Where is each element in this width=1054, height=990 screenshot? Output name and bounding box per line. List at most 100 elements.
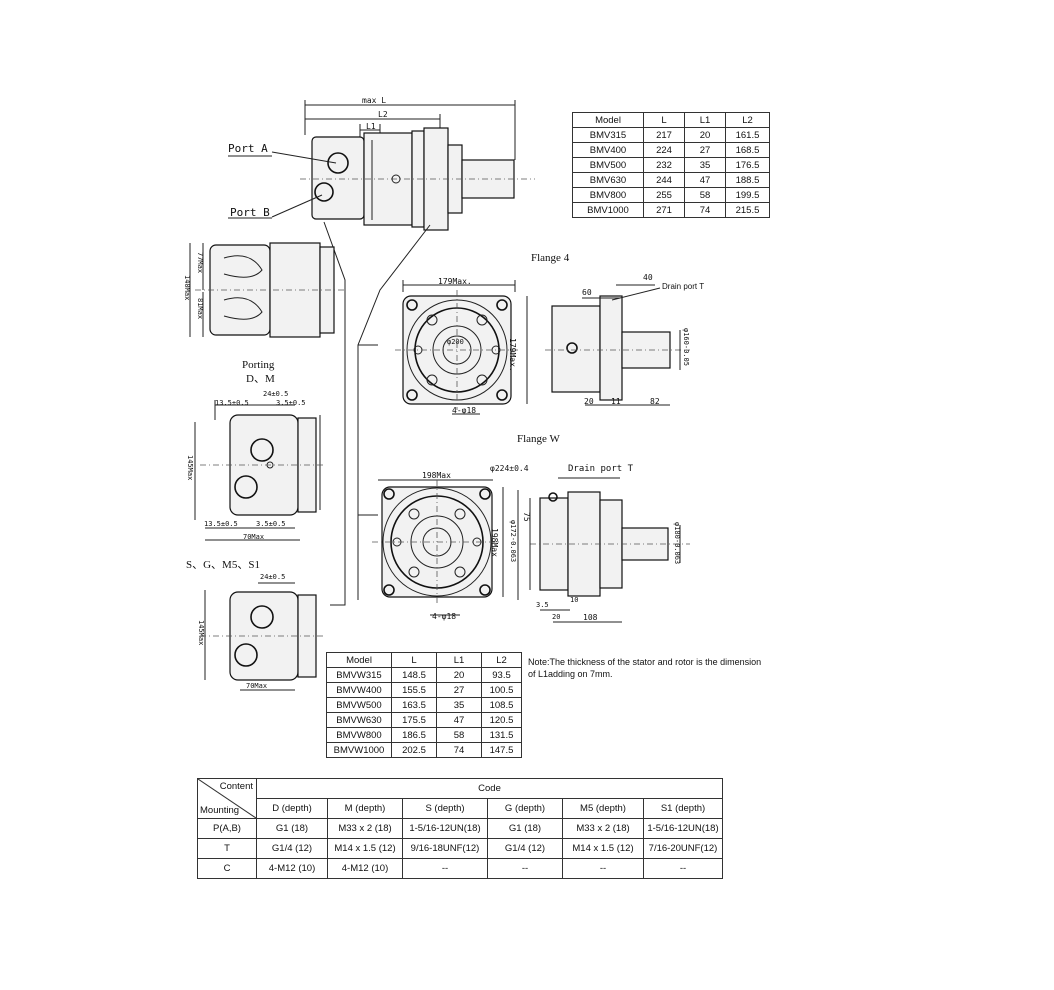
- table-cell: 161.5: [725, 127, 770, 143]
- row-label: P(A,B): [197, 818, 257, 839]
- table-cell: 131.5: [481, 727, 522, 743]
- table-cell: 27: [436, 682, 482, 698]
- corner-diagonal: [198, 779, 256, 818]
- table-cell: 47: [684, 172, 726, 188]
- table-row: P(A,B) G1 (18) M33 x 2 (18) 1-5/16-12UN(…: [197, 818, 723, 839]
- table-cell: 20: [436, 667, 482, 683]
- table-cell: BMVW500: [326, 697, 392, 713]
- dim-fw-75: 75: [522, 512, 531, 522]
- dim-side-81max: 81Max: [196, 298, 204, 320]
- flange4-title: Flange 4: [531, 252, 570, 264]
- header-cell: L2: [481, 652, 522, 668]
- table-cell: 148.5: [391, 667, 437, 683]
- header-cell: L1: [436, 652, 482, 668]
- table-cell: 176.5: [725, 157, 770, 173]
- table-row: T G1/4 (12) M14 x 1.5 (12) 9/16-18UNF(12…: [197, 838, 723, 859]
- table-cell: M14 x 1.5 (12): [327, 838, 403, 859]
- port-code-table: Content Mounting Code D (depth) M (depth…: [197, 778, 723, 879]
- dim-f4-holes: 4-φ18: [452, 406, 477, 415]
- table-cell: 58: [684, 187, 726, 203]
- table-cell: --: [402, 858, 488, 879]
- dim-f4-40: 40: [643, 273, 653, 282]
- column-header: D (depth): [256, 798, 328, 819]
- table-cell: 186.5: [391, 727, 437, 743]
- table-cell: BMV400: [572, 142, 644, 158]
- table-cell: 100.5: [481, 682, 522, 698]
- table-cell: 7/16-20UNF(12): [643, 838, 723, 859]
- dim-side-77max: 77Max: [196, 252, 204, 274]
- table-cell: 155.5: [391, 682, 437, 698]
- table-cell: 255: [643, 187, 685, 203]
- table-cell: BMVW800: [326, 727, 392, 743]
- table-cell: 217: [643, 127, 685, 143]
- porting-title: Porting: [242, 359, 275, 371]
- flangew-title: Flange W: [517, 433, 560, 445]
- dim-fw-10: 10: [570, 596, 579, 604]
- column-header: M5 (depth): [562, 798, 644, 819]
- dim-f4-82: 82: [650, 397, 660, 406]
- dim-fw-198max-v: 198Max: [490, 528, 499, 557]
- column-header: G (depth): [487, 798, 563, 819]
- table-cell: 188.5: [725, 172, 770, 188]
- dim-f4-pcd: φ200: [447, 338, 464, 346]
- dim-fw-224: φ224±0.4: [490, 464, 529, 473]
- table-cell: 232: [643, 157, 685, 173]
- table-cell: G1/4 (12): [256, 838, 328, 859]
- table-cell: 58: [436, 727, 482, 743]
- dim-fw-172: φ172-0.063: [509, 520, 517, 563]
- table-cell: 163.5: [391, 697, 437, 713]
- dim-f4-shaft: φ160-0.05: [682, 328, 690, 366]
- dim-p-24: 24±0.5: [263, 390, 289, 398]
- table-cell: 47: [436, 712, 482, 728]
- table-header-row: Model L L1 L2: [572, 112, 770, 128]
- column-header: S1 (depth): [643, 798, 723, 819]
- table-cell: G1/4 (12): [487, 838, 563, 859]
- l2-label: L2: [378, 110, 388, 119]
- row-label: T: [197, 838, 257, 859]
- dim-f4-60: 60: [582, 288, 592, 297]
- table-cell: 74: [684, 202, 726, 218]
- table-cell: M14 x 1.5 (12): [562, 838, 644, 859]
- table-cell: 147.5: [481, 742, 522, 758]
- flange4-side-view: [545, 284, 690, 406]
- table-cell: 93.5: [481, 667, 522, 683]
- corner-content-label: Content: [219, 781, 253, 792]
- table-row: C 4-M12 (10) 4-M12 (10) -- -- -- --: [197, 858, 723, 879]
- dim-f4-179max: 179Max.: [438, 277, 472, 286]
- table-cell: 271: [643, 202, 685, 218]
- table-cell: 199.5: [725, 187, 770, 203]
- note-line-1: Note:The thickness of the stator and rot…: [528, 657, 762, 667]
- table-cell: --: [562, 858, 644, 879]
- dim-f4-20: 20: [584, 397, 594, 406]
- dim-s-70max: 70Max: [246, 682, 268, 690]
- table-cell: 224: [643, 142, 685, 158]
- table-cell: BMV500: [572, 157, 644, 173]
- l1-label: L1: [366, 122, 376, 131]
- dim-fw-108: 108: [583, 613, 598, 622]
- table-cell: 244: [643, 172, 685, 188]
- table-cell: G1 (18): [487, 818, 563, 839]
- table-cell: --: [487, 858, 563, 879]
- flangew-side-view: [517, 477, 690, 623]
- dim-s-24: 24±0.5: [260, 573, 286, 581]
- table-cell: BMVW630: [326, 712, 392, 728]
- porting-dm-label: D、M: [246, 373, 275, 385]
- drain-port-label-small: Drain port T: [662, 282, 705, 291]
- table-cell: 202.5: [391, 742, 437, 758]
- table-cell: 4-M12 (10): [256, 858, 328, 879]
- dim-fw-shaft: φ180-0.063: [673, 522, 681, 565]
- table-header-row: Content Mounting Code: [197, 778, 723, 819]
- row-label: C: [197, 858, 257, 879]
- table-cell: 20: [684, 127, 726, 143]
- table-cell: M33 x 2 (18): [327, 818, 403, 839]
- corner-mounting-label: Mounting: [200, 805, 240, 816]
- table-cell: 215.5: [725, 202, 770, 218]
